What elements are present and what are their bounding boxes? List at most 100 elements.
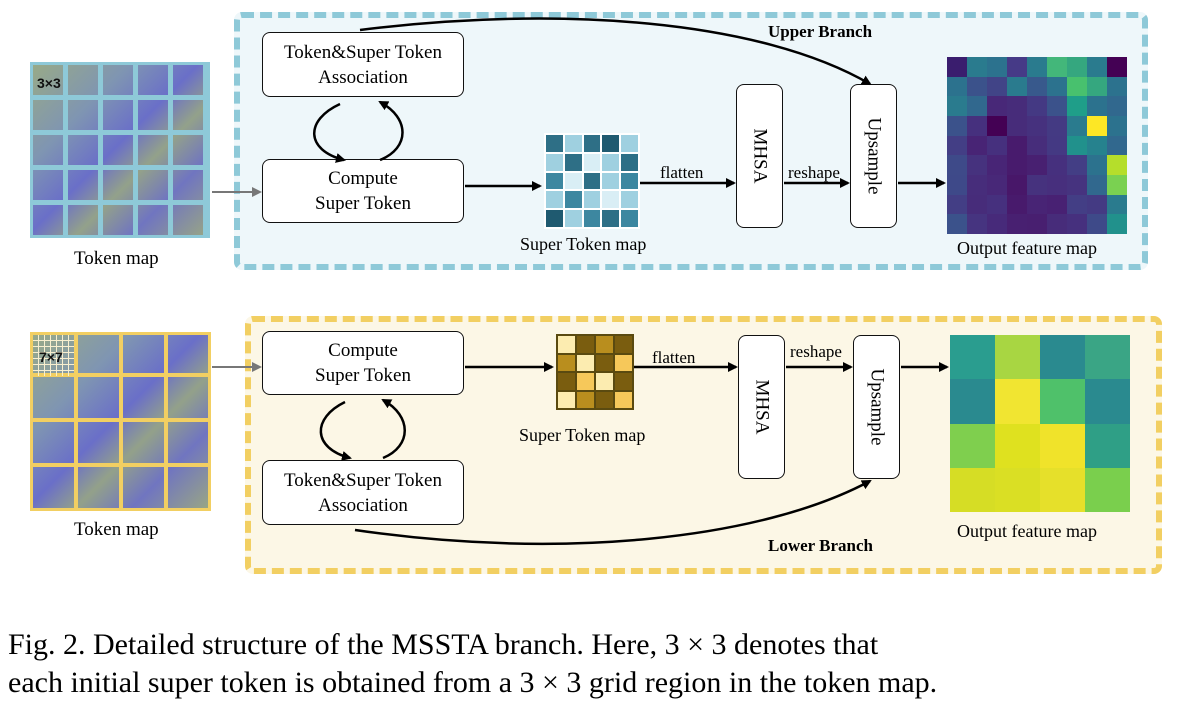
- upper-output-cell: [1087, 194, 1107, 215]
- upper-output-cell: [1107, 115, 1127, 136]
- upper-compute-box: Compute Super Token: [262, 159, 464, 223]
- upper-super-token-cell: [582, 152, 602, 172]
- lower-output-cell: [1040, 467, 1085, 512]
- lower-super-token-map-label: Super Token map: [519, 425, 646, 445]
- upper-token-map-image: 3×3: [30, 62, 210, 238]
- upper-token-map-label: Token map: [74, 248, 159, 269]
- upper-output-cell: [947, 96, 967, 116]
- lower-output-cell: [1085, 467, 1130, 512]
- upper-output-cell: [1067, 115, 1087, 136]
- upper-output-cell: [967, 57, 987, 77]
- upper-cycle-arrow-down: [313, 102, 346, 163]
- upper-output-cell: [947, 135, 967, 156]
- upper-super-token-cell: [601, 190, 621, 210]
- lower-grid-tag: 7×7: [39, 349, 63, 365]
- upper-super-token-cell: [620, 190, 639, 210]
- upper-super-token-cell: [545, 190, 564, 210]
- upper-output-cell: [1007, 76, 1027, 97]
- upper-output-cell: [1047, 76, 1067, 97]
- upper-output-cell: [1027, 155, 1047, 175]
- upper-output-cell: [1067, 135, 1087, 156]
- upper-output-cell: [1087, 96, 1107, 116]
- upper-output-feature-map: [947, 57, 1127, 234]
- upper-output-cell: [1007, 214, 1027, 234]
- upper-super-token-cell: [601, 134, 621, 153]
- lower-output-cell: [995, 379, 1040, 424]
- lower-super-token-cell: [595, 372, 614, 391]
- upper-output-cell: [967, 96, 987, 116]
- upper-output-cell: [1087, 174, 1107, 195]
- upper-super-token-cell: [620, 134, 639, 153]
- upper-output-cell: [1007, 194, 1027, 215]
- upper-output-cell: [947, 57, 967, 77]
- upper-output-cell: [947, 115, 967, 136]
- upper-super-token-cell: [582, 190, 602, 210]
- upper-output-cell: [1027, 135, 1047, 156]
- lower-output-cell: [950, 423, 995, 468]
- upper-output-cell: [1047, 96, 1067, 116]
- upper-super-token-cell: [620, 171, 639, 191]
- upper-output-cell: [1107, 57, 1127, 77]
- upper-output-cell: [1107, 174, 1127, 195]
- upper-output-cell: [1087, 135, 1107, 156]
- lower-output-cell: [1085, 335, 1130, 380]
- upper-output-cell: [1047, 57, 1067, 77]
- upper-output-cell: [1027, 194, 1047, 215]
- upper-output-cell: [1107, 135, 1127, 156]
- lower-super-token-cell: [595, 335, 614, 354]
- upper-mhsa-box: MHSA: [736, 84, 783, 228]
- upper-super-token-cell: [563, 209, 583, 228]
- upper-output-cell: [1107, 214, 1127, 234]
- upper-output-cell: [1107, 96, 1127, 116]
- lower-super-token-cell: [614, 353, 633, 372]
- lower-output-cell: [1040, 335, 1085, 380]
- upper-output-cell: [1087, 57, 1107, 77]
- lower-fine-grid: [33, 335, 74, 376]
- upper-cycle-arrow-up: [378, 100, 404, 162]
- upper-output-cell: [1047, 214, 1067, 234]
- upper-super-token-cell: [545, 209, 564, 228]
- upper-output-cell: [1047, 135, 1067, 156]
- lower-cycle-arrow-up: [381, 398, 406, 460]
- upper-output-cell: [1027, 57, 1047, 77]
- upper-output-cell: [967, 174, 987, 195]
- upper-output-cell: [987, 155, 1007, 175]
- upper-super-token-cell: [563, 152, 583, 172]
- lower-super-token-cell: [614, 390, 633, 409]
- upper-output-cell: [1027, 115, 1047, 136]
- upper-output-cell: [1067, 174, 1087, 195]
- upper-output-cell: [1107, 194, 1127, 215]
- upper-output-cell: [947, 76, 967, 97]
- lower-token-map-label: Token map: [74, 519, 159, 540]
- upper-output-cell: [1067, 57, 1087, 77]
- upper-output-cell: [1007, 115, 1027, 136]
- upper-flatten-label: flatten: [660, 163, 704, 182]
- lower-super-token-cell: [576, 335, 595, 354]
- lower-super-token-cell: [557, 390, 576, 409]
- upper-super-token-cell: [563, 134, 583, 153]
- lower-super-token-cell: [557, 353, 576, 372]
- upper-super-token-cell: [620, 152, 639, 172]
- lower-upsample-box: Upsample: [853, 335, 900, 479]
- lower-super-token-cell: [595, 390, 614, 409]
- upper-output-cell: [1007, 57, 1027, 77]
- lower-output-cell: [1040, 379, 1085, 424]
- lower-output-feature-map: [950, 335, 1130, 512]
- upper-output-cell: [1087, 155, 1107, 175]
- upper-output-cell: [947, 174, 967, 195]
- lower-skip-arrow: [354, 479, 872, 546]
- upper-output-cell: [1067, 96, 1087, 116]
- upper-super-token-cell: [620, 209, 639, 228]
- upper-super-token-cell: [545, 171, 564, 191]
- lower-output-label: Output feature map: [957, 521, 1097, 541]
- upper-output-cell: [1027, 76, 1047, 97]
- upper-output-cell: [1047, 194, 1067, 215]
- upper-output-cell: [967, 76, 987, 97]
- upper-super-token-cell: [582, 134, 602, 153]
- upper-upsample-box: Upsample: [850, 84, 897, 228]
- upper-grid-tag: 3×3: [37, 75, 61, 91]
- lower-output-cell: [1085, 423, 1130, 468]
- upper-branch-title: Upper Branch: [768, 22, 873, 41]
